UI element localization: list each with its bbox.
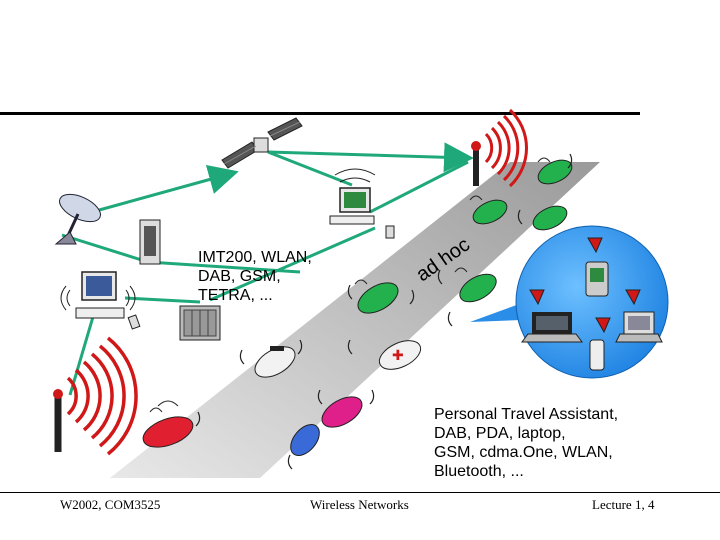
car-green-2-icon — [469, 195, 508, 225]
networks-label: IMT200, WLAN, DAB, GSM, TETRA, ... — [198, 248, 312, 305]
footer-left: W2002, COM3525 — [60, 497, 161, 512]
car-green-4-icon — [454, 267, 497, 303]
pda-icon — [585, 261, 609, 297]
road — [110, 162, 600, 478]
bubble-antenna-icons — [529, 237, 641, 334]
pta-line-4: Bluetooth, ... — [434, 463, 524, 480]
car-blue-icon — [290, 424, 320, 456]
desktop-computer-icon — [60, 271, 141, 330]
pta-devices — [521, 237, 663, 371]
mobile-phone-icon — [589, 339, 605, 371]
car-police-icon — [254, 346, 296, 378]
pta-label: Personal Travel Assistant, DAB, PDA, lap… — [434, 405, 618, 481]
pta-line-2: DAB, PDA, laptop, — [434, 425, 566, 442]
footer-rule — [0, 492, 720, 493]
antenna-tower-top-icon — [471, 108, 528, 188]
laptop-icon — [521, 312, 583, 343]
car-green-5-icon — [354, 279, 399, 314]
title-rule — [0, 112, 640, 115]
car-ambulance-icon: ✚ — [378, 340, 422, 370]
footer-right: Lecture 1, 4 — [592, 497, 655, 512]
laptop-2-icon — [615, 311, 663, 343]
pta-line-1: Personal Travel Assistant, — [434, 406, 619, 423]
wireless-computer-icon — [329, 168, 395, 239]
pta-line-3: GSM, cdma.One, WLAN, — [434, 444, 613, 461]
car-green-3-icon — [532, 205, 568, 231]
networks-line-1: IMT200, WLAN, — [198, 249, 312, 266]
network-links — [61, 142, 474, 396]
signal-scribbles — [195, 153, 573, 470]
base-station-equipment-icon — [179, 305, 221, 341]
car-green-1-icon — [537, 157, 573, 185]
satellite-icon — [221, 117, 303, 169]
footer-center: Wireless Networks — [310, 497, 409, 512]
car-magenta-icon — [321, 396, 363, 428]
satellite-dish-icon — [54, 193, 101, 245]
svg-text:✚: ✚ — [392, 348, 404, 364]
networks-line-3: TETRA, ... — [198, 287, 273, 304]
antenna-tower-left-icon — [53, 336, 138, 456]
car-red-icon — [142, 400, 194, 448]
server-icon — [139, 219, 161, 265]
networks-line-2: DAB, GSM, — [198, 268, 281, 285]
